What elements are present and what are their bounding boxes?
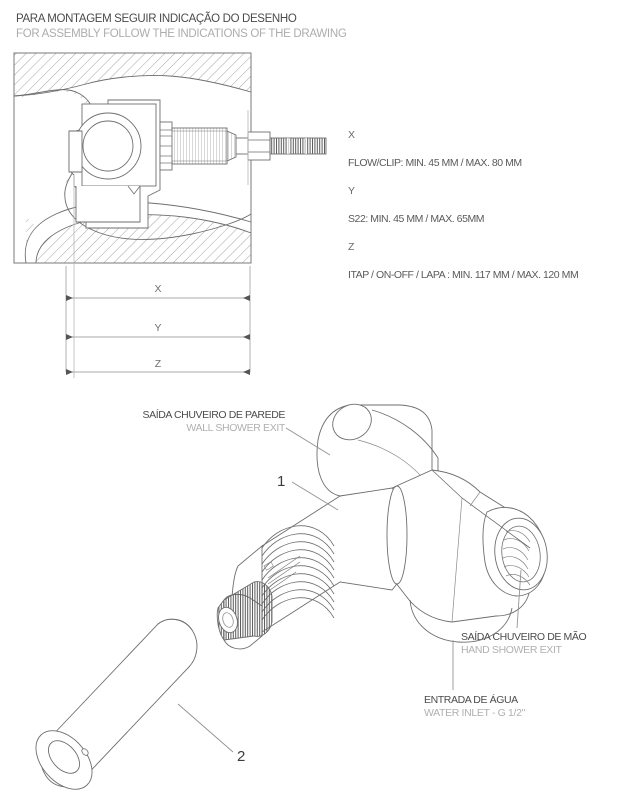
- leader-wall-shower-exit: [285, 427, 331, 456]
- annotation-water-inlet-en: WATER INLET - G 1/2": [424, 707, 525, 719]
- page-title-pt: PARA MONTAGEM SEGUIR INDICAÇÃO DO DESENH…: [16, 13, 297, 25]
- legend-key-z: Z: [348, 241, 355, 253]
- cavity-lower-outline-2: [35, 214, 252, 264]
- exploded-view-group: [35, 403, 548, 790]
- annotation-hand-shower-exit: SAÍDA CHUVEIRO DE MÃO HAND SHOWER EXIT: [461, 631, 587, 657]
- dimension-label-y: Y: [154, 322, 162, 334]
- leader-hand-shower-exit: [516, 569, 522, 629]
- leader-callout-1: [291, 481, 339, 511]
- extension-sleeve-iso: [35, 618, 198, 790]
- cartridge-shoulder-iso: [230, 545, 301, 649]
- valve-body-section: [68, 99, 161, 229]
- wall-section-frame: [13, 52, 252, 264]
- splined-stem-section: [269, 137, 327, 155]
- cavity-top-outline: [13, 75, 252, 97]
- hex-flange-nut-iso: [333, 485, 408, 591]
- callout-number-2: 2: [237, 748, 246, 765]
- threaded-cartridge-iso: [261, 495, 341, 633]
- wall-section-group: [13, 52, 327, 378]
- annotation-wall-shower-exit: SAÍDA CHUVEIRO DE PAREDE WALL SHOWER EXI…: [100, 409, 286, 435]
- annotation-hand-shower-exit-en: HAND SHOWER EXIT: [461, 644, 562, 656]
- annotation-hand-shower-exit-pt: SAÍDA CHUVEIRO DE MÃO: [461, 631, 587, 643]
- legend-key-x: X: [348, 129, 355, 141]
- dimension-line-x: [66, 295, 250, 301]
- valve-body-iso: [391, 469, 548, 643]
- stem-collar-section: [235, 131, 271, 161]
- legend-value-x: FLOW/CLIP: MIN. 45 MM / MAX. 80 MM: [348, 157, 522, 169]
- dimension-label-x: X: [154, 283, 162, 295]
- dimension-line-y: [66, 334, 250, 340]
- annotation-water-inlet-pt: ENTRADA DE ÁGUA: [424, 694, 518, 706]
- threaded-cartridge-section: [171, 127, 237, 165]
- legend-value-y: S22: MIN. 45 MM / MAX. 65MM: [348, 213, 485, 225]
- legend-value-z: ITAP / ON-OFF / LAPA : MIN. 117 MM / MAX…: [348, 269, 579, 281]
- annotation-wall-shower-exit-pt: SAÍDA CHUVEIRO DE PAREDE: [142, 409, 286, 421]
- page-title: PARA MONTAGEM SEGUIR INDICAÇÃO DO DESENH…: [16, 12, 436, 42]
- splined-stem-iso: [216, 581, 273, 650]
- page-title-en: FOR ASSEMBLY FOLLOW THE INDICATIONS OF T…: [16, 28, 347, 40]
- annotation-water-inlet: ENTRADA DE ÁGUA WATER INLET - G 1/2": [424, 694, 525, 720]
- callout-number-1: 1: [277, 473, 286, 490]
- dimension-label-z: Z: [154, 358, 162, 370]
- cavity-lower-outline: [24, 201, 252, 264]
- wall-shower-outlet-part: [316, 403, 439, 497]
- dimension-legend: X FLOW/CLIP: MIN. 45 MM / MAX. 80 MM Y S…: [348, 129, 613, 297]
- wall-hatching: [14, 53, 251, 263]
- annotation-wall-shower-exit-en: WALL SHOWER EXIT: [186, 422, 285, 434]
- valve-flange-section: [159, 121, 173, 171]
- leader-callout-2: [177, 703, 234, 753]
- legend-key-y: Y: [348, 185, 355, 197]
- cavity-upper-outline: [13, 89, 252, 240]
